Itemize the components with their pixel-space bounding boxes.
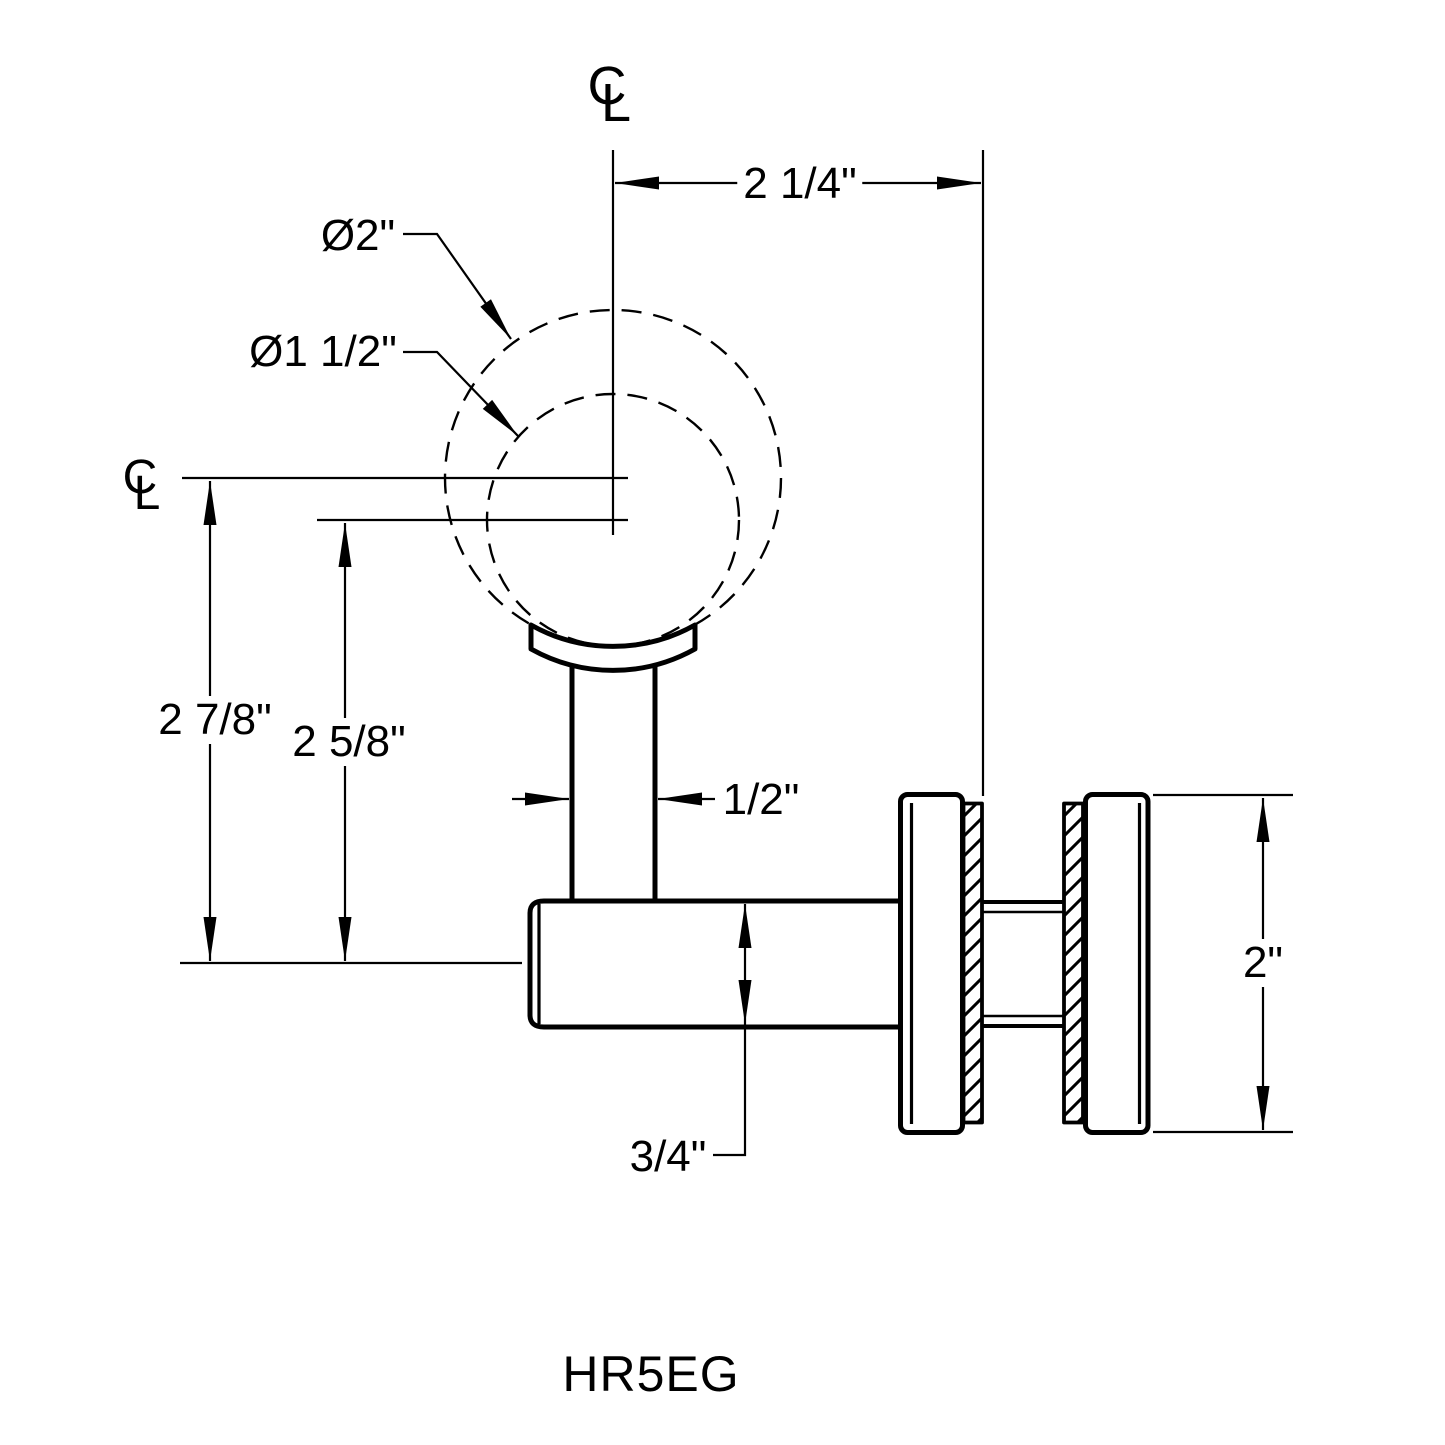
leader-outer-diameter [403,232,512,340]
left-gasket-hatched [961,801,984,1125]
part-number-label: HR5EG [562,1346,740,1402]
right-gasket-hatched [1062,801,1085,1125]
centerline-symbol-c: C [122,451,158,504]
clamp-left-disc [898,792,965,1135]
dim-text-inner-center-height: 2 5/8" [286,718,412,766]
dim-text-arm-thickness: 3/4" [629,1132,707,1181]
centerlines [180,150,1293,1134]
bracket-outline [527,622,901,1030]
leader-inner-diameter [403,350,519,437]
dim-text-clamp-height: 2" [1236,939,1290,987]
centerline-symbol-c: C [587,56,627,116]
centerline-symbol-l: L [600,73,632,133]
dim-text-stem-width: 1/2" [722,775,800,824]
dim-text-outer-center-height: 2 7/8" [152,696,278,744]
arm [527,898,901,1030]
dim-text-inner-diameter: Ø1 1/2" [249,327,397,376]
clamp-right-disc [1083,792,1151,1135]
dim-text-center-to-glass: 2 1/4" [737,160,863,208]
dim-text-outer-diameter: Ø2" [320,211,396,260]
glass-clamp [898,792,1151,1135]
dim-leader-3-4-tail [713,1024,747,1157]
leader-lines [403,232,519,437]
centerline-symbol-l: L [133,467,161,520]
